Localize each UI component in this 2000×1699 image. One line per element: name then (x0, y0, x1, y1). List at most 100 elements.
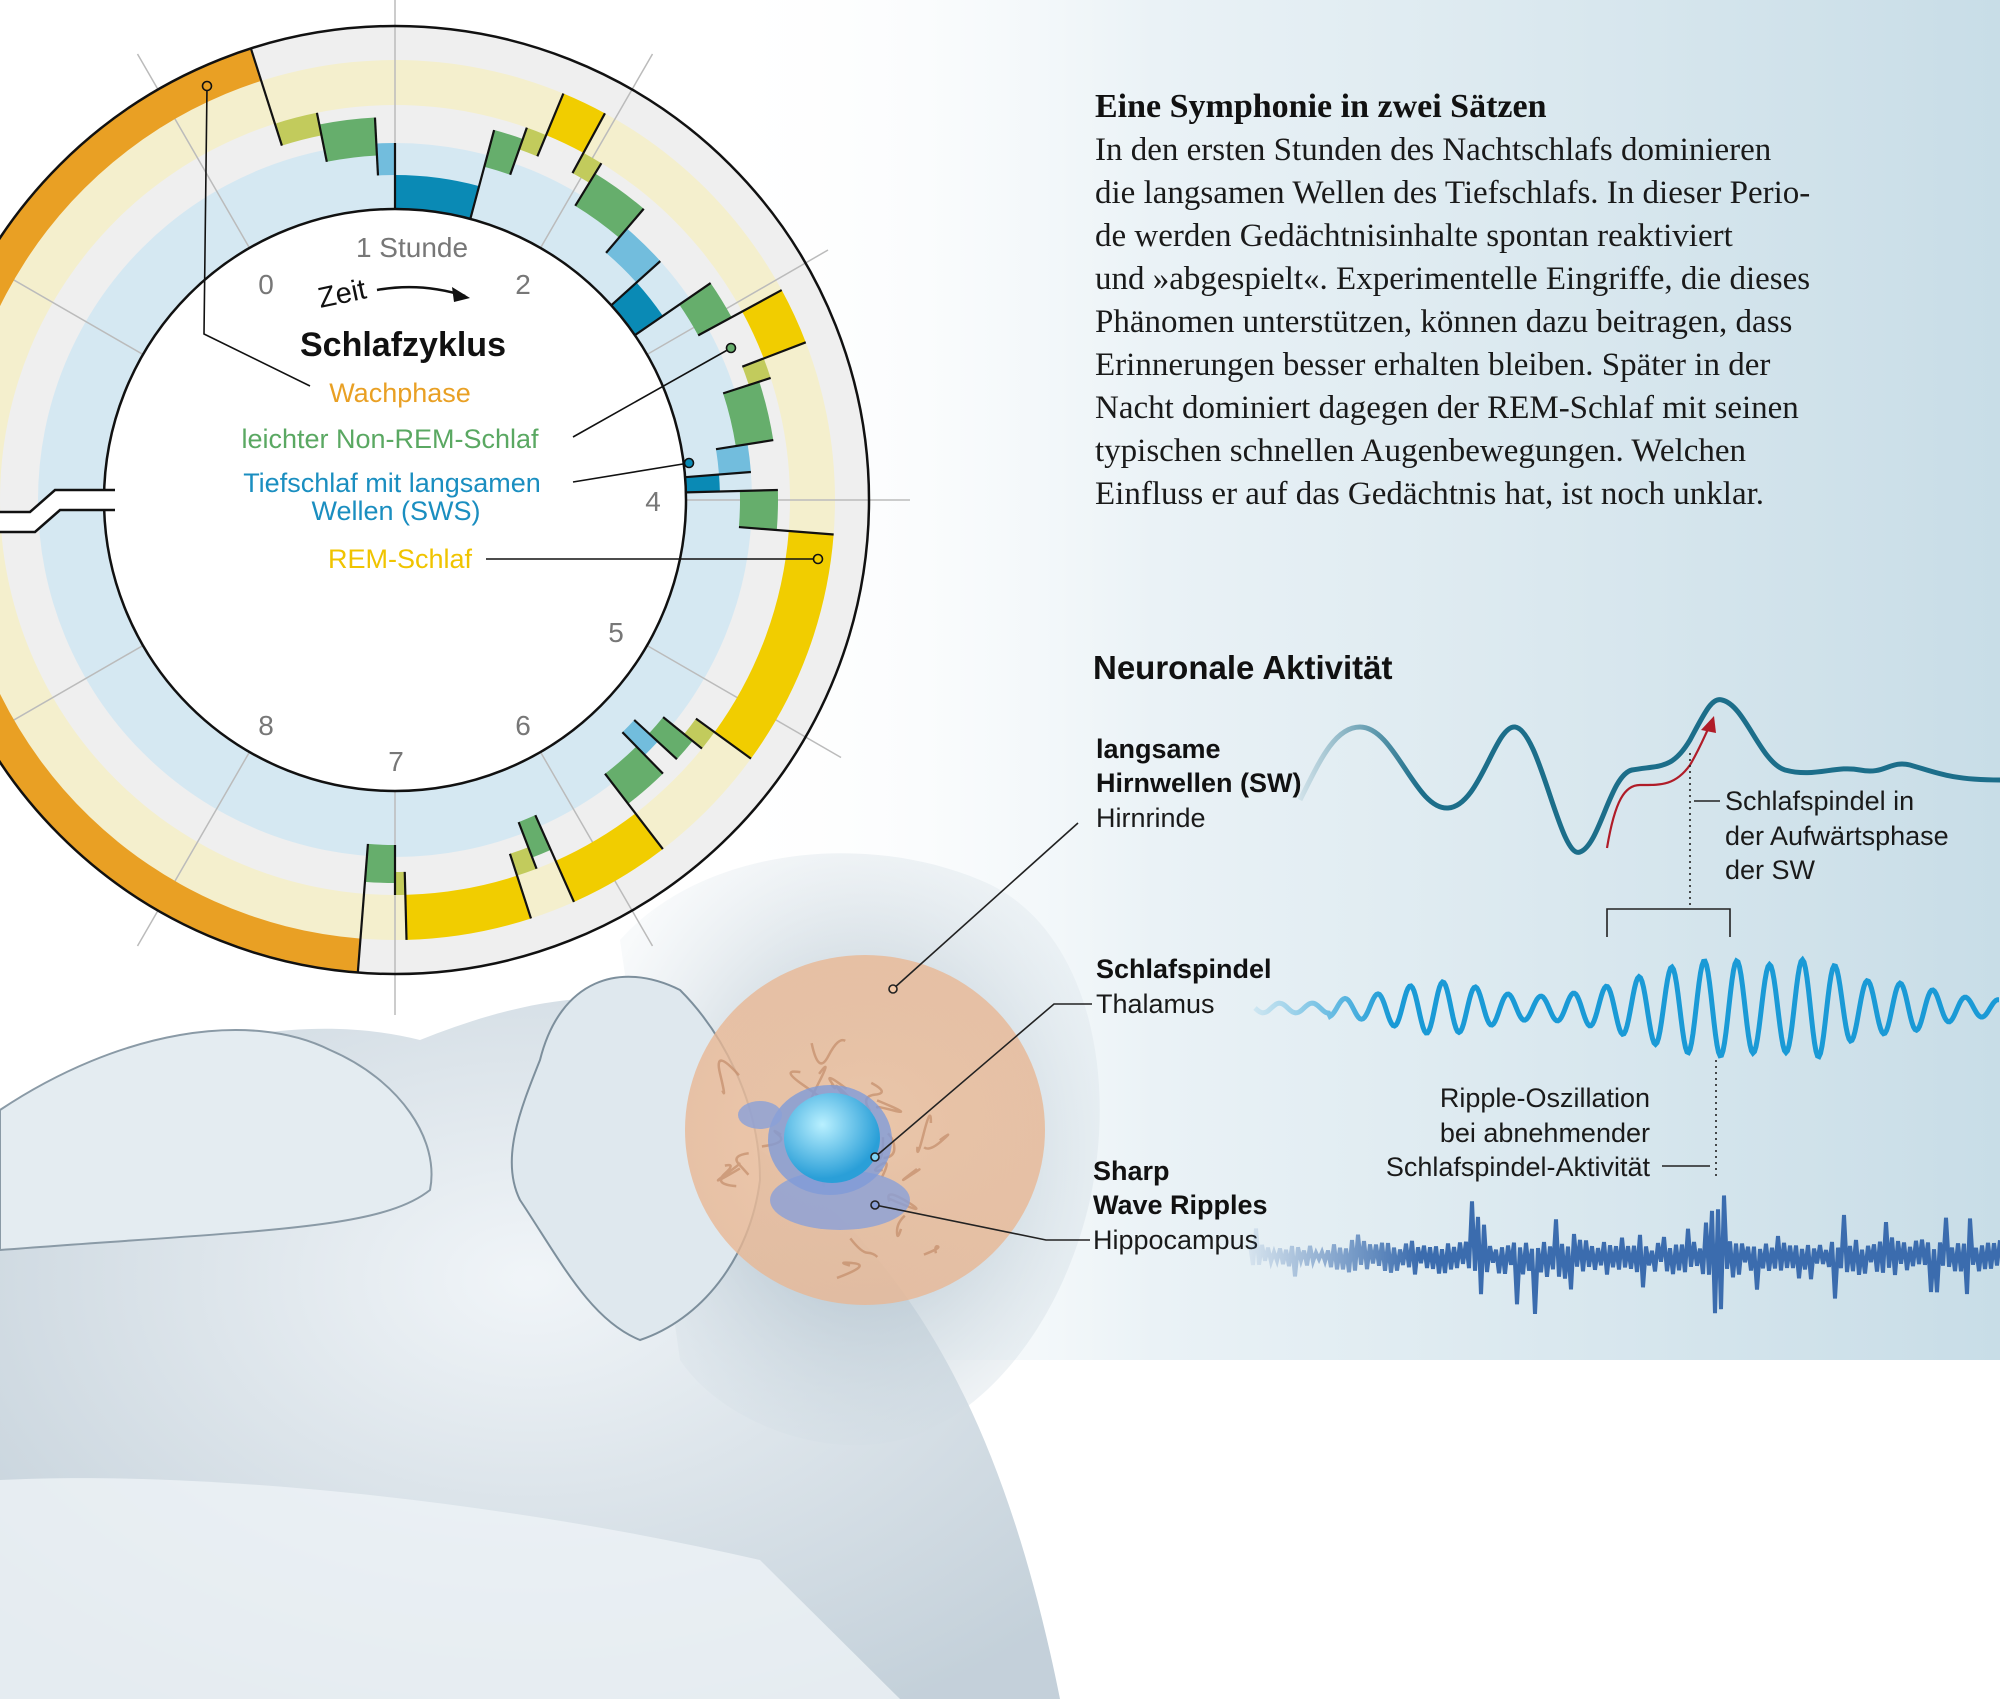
legend-wake: Wachphase (329, 378, 471, 408)
article-title: Eine Symphonie in zwei Sätzen (1095, 88, 1547, 125)
article-line: In den ersten Stunden des Nachtschlafs d… (1095, 132, 1771, 168)
hypnogram-segment-r (546, 93, 605, 153)
stage-transition-line (685, 470, 751, 479)
stage-transition-line (508, 853, 533, 919)
hypnogram-segment-n4 (685, 474, 720, 493)
ripple-note-line1: Ripple-Oszillation (1440, 1083, 1650, 1113)
hypnogram-segment-n3 (715, 444, 751, 475)
neuronal-activity: Neuronale Aktivität langsame Hirnwellen … (870, 649, 2000, 1314)
legend-light-nrem: leichter Non-REM-Schlaf (241, 424, 539, 454)
hypnogram-segment-n1 (395, 871, 406, 895)
article-line: die langsamen Wellen des Tiefschlafs. In… (1095, 175, 1810, 211)
stage-transition-line (315, 112, 328, 163)
stage-transition-line (662, 716, 703, 750)
sleep-cycle-diagram: 1 Stunde 0 2 4 5 6 7 8 Zeit Schlafzyklus… (0, 0, 910, 1015)
legend-sws-line1: Tiefschlaf mit langsamen (243, 468, 541, 498)
hypnogram-segment-n3 (606, 228, 661, 283)
hypnogram-segment-r (555, 813, 663, 902)
spindle-note-line2: der Aufwärtsphase (1725, 821, 1949, 851)
stage-transition-line (604, 773, 664, 850)
hypnogram-segment-n3 (622, 719, 658, 756)
cycle-outer-border (0, 24, 871, 976)
hypnogram-segment-r (742, 290, 806, 359)
stage-transition-line (715, 438, 774, 451)
sw-region: Hirnrinde (1096, 803, 1206, 833)
stage-transition-line (633, 719, 678, 761)
hypnogram-segment-n1 (684, 718, 715, 749)
hypnogram-segment-n1 (274, 112, 322, 146)
spindle-trace (1253, 955, 1999, 1060)
hypnogram-segment-n2 (319, 117, 377, 162)
stage-transition-line (610, 260, 662, 307)
hypnogram-segment-n2 (738, 489, 779, 531)
hypnogram-segment-n2 (648, 717, 693, 760)
spindle-name: Schlafspindel (1096, 954, 1272, 984)
article-line: de werden Gedächtnisinhalte spontan reak… (1095, 218, 1733, 254)
upward-phase-arrow-icon (1605, 724, 1711, 849)
tick-8: 8 (258, 710, 274, 741)
hour-label: 1 Stunde (356, 232, 468, 263)
hypnogram-segment-n2 (364, 843, 395, 883)
stage-transition-line (373, 117, 380, 176)
activity-title: Neuronale Aktivität (1093, 649, 1393, 686)
tick-0: 0 (258, 269, 274, 300)
article-line: typischen schnellen Augenbewegungen. Wel… (1095, 433, 1746, 469)
tick-2: 2 (515, 269, 531, 300)
tick-6: 6 (515, 710, 531, 741)
hypnogram-segment-n3 (376, 143, 395, 176)
article-line: und »abgespielt«. Experimentelle Eingrif… (1095, 261, 1810, 297)
hypnogram-segment-n2 (723, 381, 774, 447)
ripple-note-line2: bei abnehmender (1440, 1118, 1650, 1148)
stage-transition-line (509, 127, 528, 176)
stage-transition-line (534, 814, 575, 903)
article-line: Erinnerungen besser erhalten bleiben. Sp… (1095, 347, 1770, 383)
ripples-name-line2: Wave Ripples (1093, 1190, 1268, 1220)
stage-transition-line (685, 488, 778, 494)
tick-4: 4 (645, 486, 661, 517)
thalamus (784, 1093, 880, 1183)
hypnogram-step-lines (249, 48, 834, 973)
stage-transition-line (403, 871, 408, 940)
article-line: Einfluss er auf das Gedächtnis hat, ist … (1095, 476, 1764, 512)
legend-rem: REM-Schlaf (328, 544, 473, 574)
hypnogram-segment-r (714, 530, 834, 759)
hypnogram-segment-n2 (575, 173, 644, 238)
stage-transition-line (697, 289, 783, 337)
tick-7: 7 (388, 746, 404, 777)
spindle-note-line1: Schlafspindel in (1725, 786, 1914, 816)
annotation-lines (870, 753, 1731, 1241)
stage-transition-line (356, 843, 370, 973)
ripples-region: Hippocampus (1093, 1225, 1258, 1255)
stage-transition-line (621, 731, 664, 775)
stage-transition-line (536, 93, 565, 157)
slow-wave-trace (1297, 697, 2000, 855)
stage-transition-line (249, 48, 283, 146)
brain-illustration (685, 955, 1045, 1305)
ripple-trace (1248, 1195, 2000, 1314)
spindle-note-line3: der SW (1725, 855, 1816, 885)
stage-transition-line (738, 525, 834, 536)
stage-transition-line (571, 112, 606, 174)
hypnogram-segment-n2 (518, 815, 551, 858)
legend-sws-line2: Wellen (SWS) (311, 496, 480, 526)
stage-transition-line (469, 129, 496, 220)
article-line: Phänomen unterstützen, können dazu beitr… (1095, 304, 1792, 340)
legend-leader-lines (201, 80, 824, 565)
article-line: Nacht dominiert dagegen der REM-Schlaf m… (1095, 390, 1799, 426)
stage-transition-line (695, 717, 752, 760)
stage-transition-line (605, 208, 645, 254)
hypnogram-segment-n4 (395, 175, 480, 219)
ripples-name-line1: Sharp (1093, 1156, 1170, 1186)
stage-transition-line (741, 341, 807, 368)
stage-transition-line (574, 162, 603, 207)
stage-transition-line (517, 821, 538, 870)
hypnogram-segment-r (405, 875, 531, 940)
spindle-region: Thalamus (1096, 989, 1215, 1019)
cycle-title: Schlafzyklus (300, 326, 506, 364)
hypnogram-segment-n4 (611, 282, 663, 336)
hypnogram-segment-n2 (605, 746, 663, 804)
article: Eine Symphonie in zwei Sätzen In den ers… (1095, 88, 1810, 512)
tick-5: 5 (608, 617, 624, 648)
sw-name-line1: langsame (1096, 734, 1221, 764)
